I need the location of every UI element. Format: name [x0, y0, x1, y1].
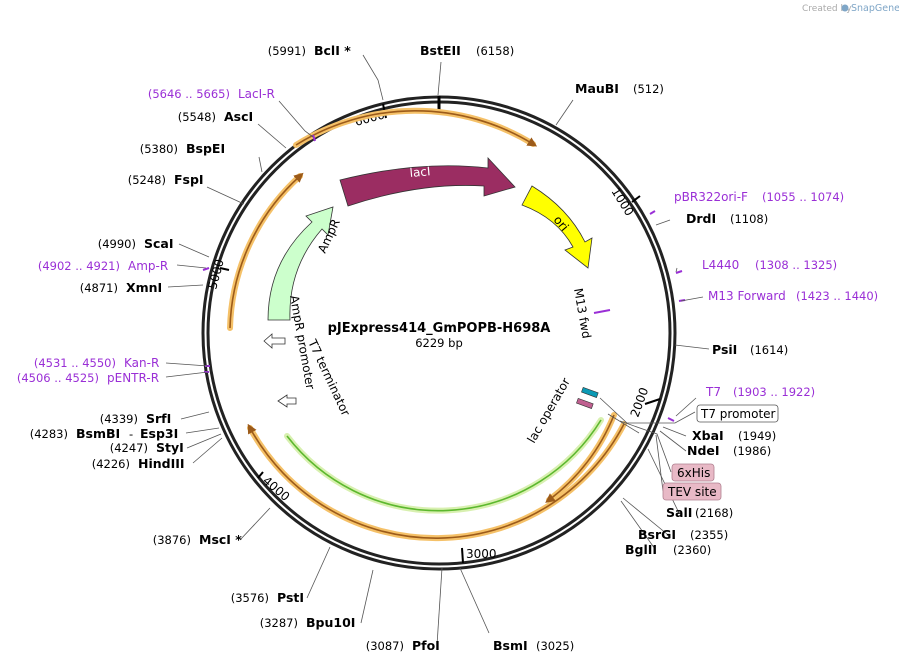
site-StyI[interactable]: StyI	[156, 440, 184, 455]
site-pos-XbaI: (1949)	[738, 429, 776, 443]
ori-feature	[521, 185, 593, 269]
primer-LacI-R[interactable]: LacI-R	[238, 87, 275, 101]
site-Esp3I[interactable]: Esp3I	[140, 426, 178, 441]
site-BspEI[interactable]: BspEI	[186, 141, 225, 156]
T7-promoter-box	[696, 404, 779, 423]
site-BsmBI-dash: -	[129, 427, 133, 441]
leader-lines	[165, 54, 710, 646]
AmpR-feature	[267, 206, 334, 321]
primer-pos-L4440: (1308 .. 1325)	[755, 258, 837, 272]
orf-outlines	[227, 107, 627, 542]
lacI-label: lacI	[409, 164, 431, 180]
AmpR-promoter-arrow	[263, 333, 286, 349]
site-pos-FspI: (5248)	[128, 173, 166, 187]
six-his-box	[671, 463, 715, 482]
site-XmnI[interactable]: XmnI	[126, 280, 162, 295]
primer-pos-pENTR-R: (4506 .. 4525)	[17, 371, 99, 385]
site-PfoI[interactable]: PfoI	[412, 638, 440, 653]
lacI-feature	[339, 156, 516, 207]
primer-Kan-R[interactable]: Kan-R	[124, 356, 159, 370]
site-BstEII[interactable]: BstEII	[420, 43, 461, 58]
site-pos-DrdI: (1108)	[730, 212, 768, 226]
site-pos-ScaI: (4990)	[98, 237, 136, 251]
site-pos-PsiI: (1614)	[750, 343, 788, 357]
site-DrdI[interactable]: DrdI	[686, 211, 716, 226]
site-pos-AscI: (5548)	[178, 110, 216, 124]
plasmid-title: pJExpress414_GmPOPB-H698A	[328, 321, 551, 336]
site-pos-HindIII: (4226)	[92, 457, 130, 471]
site-AscI[interactable]: AscI	[224, 109, 253, 124]
primer-pos-T7: (1903 .. 1922)	[733, 385, 815, 399]
T7-promoter-label[interactable]: T7 promoter	[700, 407, 776, 421]
site-pos-StyI: (4247)	[110, 441, 148, 455]
site-PstI[interactable]: PstI	[277, 590, 304, 605]
site-XbaI[interactable]: XbaI	[692, 428, 724, 443]
site-pos-SalI: (2168)	[695, 506, 733, 520]
site-pos-BsmI: (3025)	[536, 639, 574, 653]
primer-Amp-R[interactable]: Amp-R	[128, 259, 168, 273]
site-MauBI[interactable]: MauBI	[575, 81, 619, 96]
site-BsmI[interactable]: BsmI	[493, 638, 528, 653]
site-PsiI[interactable]: PsiI	[712, 342, 737, 357]
site-pos-PstI: (3576)	[231, 591, 269, 605]
site-MscI[interactable]: MscI *	[199, 532, 242, 547]
primer-L4440[interactable]: L4440	[702, 258, 739, 272]
site-Bpu10I[interactable]: Bpu10I	[306, 615, 355, 630]
T7-terminator-arrow	[277, 394, 297, 408]
site-BsmBI[interactable]: BsmBI	[76, 426, 120, 441]
primer-pBR322ori-F[interactable]: pBR322ori-F	[674, 190, 748, 204]
site-pos-BglII: (2360)	[673, 543, 711, 557]
site-pos-MauBI: (512)	[633, 82, 664, 96]
site-BsrGI[interactable]: BsrGI	[638, 527, 676, 542]
credit-prefix: Created by	[802, 4, 852, 14]
site-pos-BsmBI: (4283)	[30, 427, 68, 441]
site-BclI[interactable]: BclI *	[314, 43, 351, 58]
M13-fwd-arrow-icon	[593, 309, 611, 314]
site-pos-BstEII: (6158)	[476, 44, 514, 58]
site-pos-BsrGI: (2355)	[690, 528, 728, 542]
site-pos-BspEI: (5380)	[140, 142, 178, 156]
site-HindIII[interactable]: HindIII	[138, 456, 185, 471]
primer-pos-Amp-R: (4902 .. 4921)	[38, 259, 120, 273]
plasmid-length: 6229 bp	[415, 336, 463, 350]
M13-fwd-label: M13 fwd	[571, 287, 594, 340]
primer-T7[interactable]: T7	[705, 385, 721, 399]
primer-pos-Kan-R: (4531 .. 4550)	[34, 356, 116, 370]
site-pos-NdeI: (1986)	[733, 444, 771, 458]
site-SalI[interactable]: SalI	[666, 505, 692, 520]
primer-pos-pBR322ori-F: (1055 .. 1074)	[762, 190, 844, 204]
site-pos-PfoI: (3087)	[366, 639, 404, 653]
snapgene-logo-icon	[841, 4, 849, 12]
primer-pos-LacI-R: (5646 .. 5665)	[148, 87, 230, 101]
primer-pENTR-R[interactable]: pENTR-R	[107, 371, 159, 385]
primer-M13-Forward[interactable]: M13 Forward	[708, 289, 786, 303]
site-pos-Bpu10I: (3287)	[260, 616, 298, 630]
lac-operator-block	[581, 386, 599, 398]
tev-site-label[interactable]: TEV site	[667, 485, 717, 499]
credit-brand: SnapGene	[851, 3, 899, 14]
site-pos-SrfI: (4339)	[100, 412, 138, 426]
site-SrfI[interactable]: SrfI	[146, 411, 171, 426]
site-pos-BclI: (5991)	[268, 44, 306, 58]
six-his-label[interactable]: 6xHis	[677, 466, 710, 480]
site-NdeI[interactable]: NdeI	[687, 443, 720, 458]
site-pos-XmnI: (4871)	[80, 281, 118, 295]
lac-operator-label: lac operator	[524, 375, 573, 445]
site-ScaI[interactable]: ScaI	[144, 236, 174, 251]
tick-label-3000: 3000	[466, 547, 497, 561]
site-BglII[interactable]: BglII	[625, 542, 657, 557]
tev-site-box	[662, 482, 722, 501]
site-pos-MscI: (3876)	[153, 533, 191, 547]
site-FspI[interactable]: FspI	[174, 172, 204, 187]
primer-pos-M13-Forward: (1423 .. 1440)	[796, 289, 878, 303]
promoter-block	[576, 397, 594, 409]
tick-label-5000: 5000	[205, 258, 226, 291]
